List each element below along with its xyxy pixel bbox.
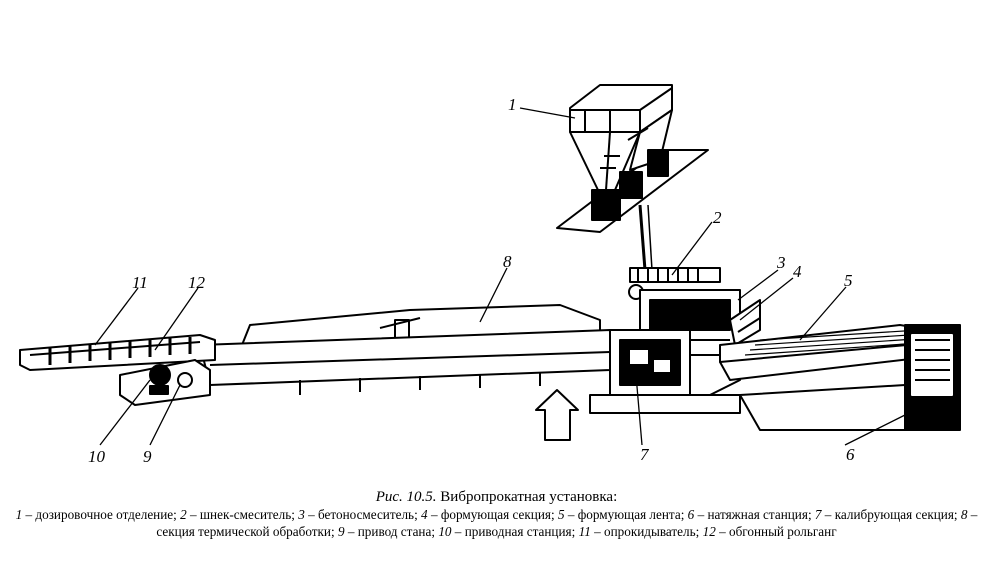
dosing-section <box>556 84 709 233</box>
legend-item-text: секция термической обработки <box>156 524 331 539</box>
caption-legend: 1 – дозировочное отделение; 2 – шнек-сме… <box>15 507 978 539</box>
legend-item-number: 1 <box>15 507 23 522</box>
legend-item-text: обгонный рольганг <box>728 524 837 539</box>
legend-item-text: формующая секция <box>440 507 551 522</box>
legend-item-number: 3 <box>298 507 305 522</box>
label-8: 8 <box>503 252 512 271</box>
legend-item-text: привод стана <box>357 524 432 539</box>
figure-caption: Рис. 10.5. Вибропрокатная установка: 1 –… <box>0 488 993 540</box>
screw-mixer <box>628 267 721 300</box>
installation-diagram: 1 2 3 4 5 6 7 8 9 10 11 12 <box>19 84 961 466</box>
label-5: 5 <box>844 271 853 290</box>
base-frame <box>199 329 611 395</box>
tension-station <box>739 324 961 431</box>
legend-item: 9 – привод стана <box>337 524 432 539</box>
legend-item: 5 – формующая лента <box>557 507 681 522</box>
label-7: 7 <box>640 445 650 464</box>
direction-arrow <box>535 389 579 441</box>
legend-item-number: 7 <box>814 507 822 522</box>
label-4: 4 <box>793 262 802 281</box>
legend-item-number: 5 <box>557 507 565 522</box>
legend-item: 12 – обгонный рольганг <box>702 524 837 539</box>
label-12: 12 <box>188 273 206 292</box>
legend-item: 2 – шнек-смеситель <box>180 507 292 522</box>
legend-item: 4 – формующая секция <box>421 507 551 522</box>
legend-item-text: шнек-смеситель <box>199 507 292 522</box>
calibrating-section <box>589 329 741 414</box>
legend-item-number: 11 <box>578 524 591 539</box>
legend-item: 8 – секция термической обработки <box>156 507 978 539</box>
label-11: 11 <box>132 273 148 292</box>
legend-item-text: формующая лента <box>577 507 681 522</box>
legend-item: 10 – приводная станция <box>438 524 572 539</box>
legend-item-number: 8 <box>960 507 968 522</box>
legend-item: 3 – бетоносмеситель <box>298 507 415 522</box>
legend-item-text: приводная станция <box>464 524 572 539</box>
legend-item: 11 – опрокидыватель <box>578 524 696 539</box>
label-3: 3 <box>776 253 786 272</box>
legend-item-text: калибрующая секция <box>834 507 954 522</box>
legend-item-number: 9 <box>337 524 345 539</box>
legend-item-text: бетоносмеситель <box>318 507 415 522</box>
part-labels: 1 2 3 4 5 6 7 8 9 10 11 12 <box>88 95 855 466</box>
label-1: 1 <box>508 95 517 114</box>
legend-item: 1 – дозировочное отделение <box>15 507 174 522</box>
drive-station <box>119 359 211 406</box>
forming-belt <box>719 324 946 410</box>
label-2: 2 <box>713 208 722 227</box>
legend-item-text: опрокидыватель <box>603 524 696 539</box>
label-10: 10 <box>88 447 106 466</box>
legend-item-text: натяжная станция <box>707 507 808 522</box>
legend-item-number: 6 <box>687 507 695 522</box>
legend-item-number: 4 <box>421 507 428 522</box>
legend-item-number: 2 <box>180 507 187 522</box>
legend-item: 6 – натяжная станция <box>687 507 808 522</box>
roller-table <box>19 334 216 371</box>
caption-title: Рис. 10.5. Вибропрокатная установка: <box>0 488 993 506</box>
label-6: 6 <box>846 445 855 464</box>
legend-item-number: 12 <box>702 524 716 539</box>
caption-prefix: Рис. 10.5. <box>375 489 437 505</box>
caption-title-text: Вибропрокатная установка: <box>440 489 618 505</box>
legend-item-text: дозировочное отделение <box>35 507 174 522</box>
leader-lines <box>94 107 906 446</box>
legend-item-number: 10 <box>438 524 452 539</box>
legend-item: 7 – калибрующая секция <box>814 507 954 522</box>
label-9: 9 <box>143 447 152 466</box>
